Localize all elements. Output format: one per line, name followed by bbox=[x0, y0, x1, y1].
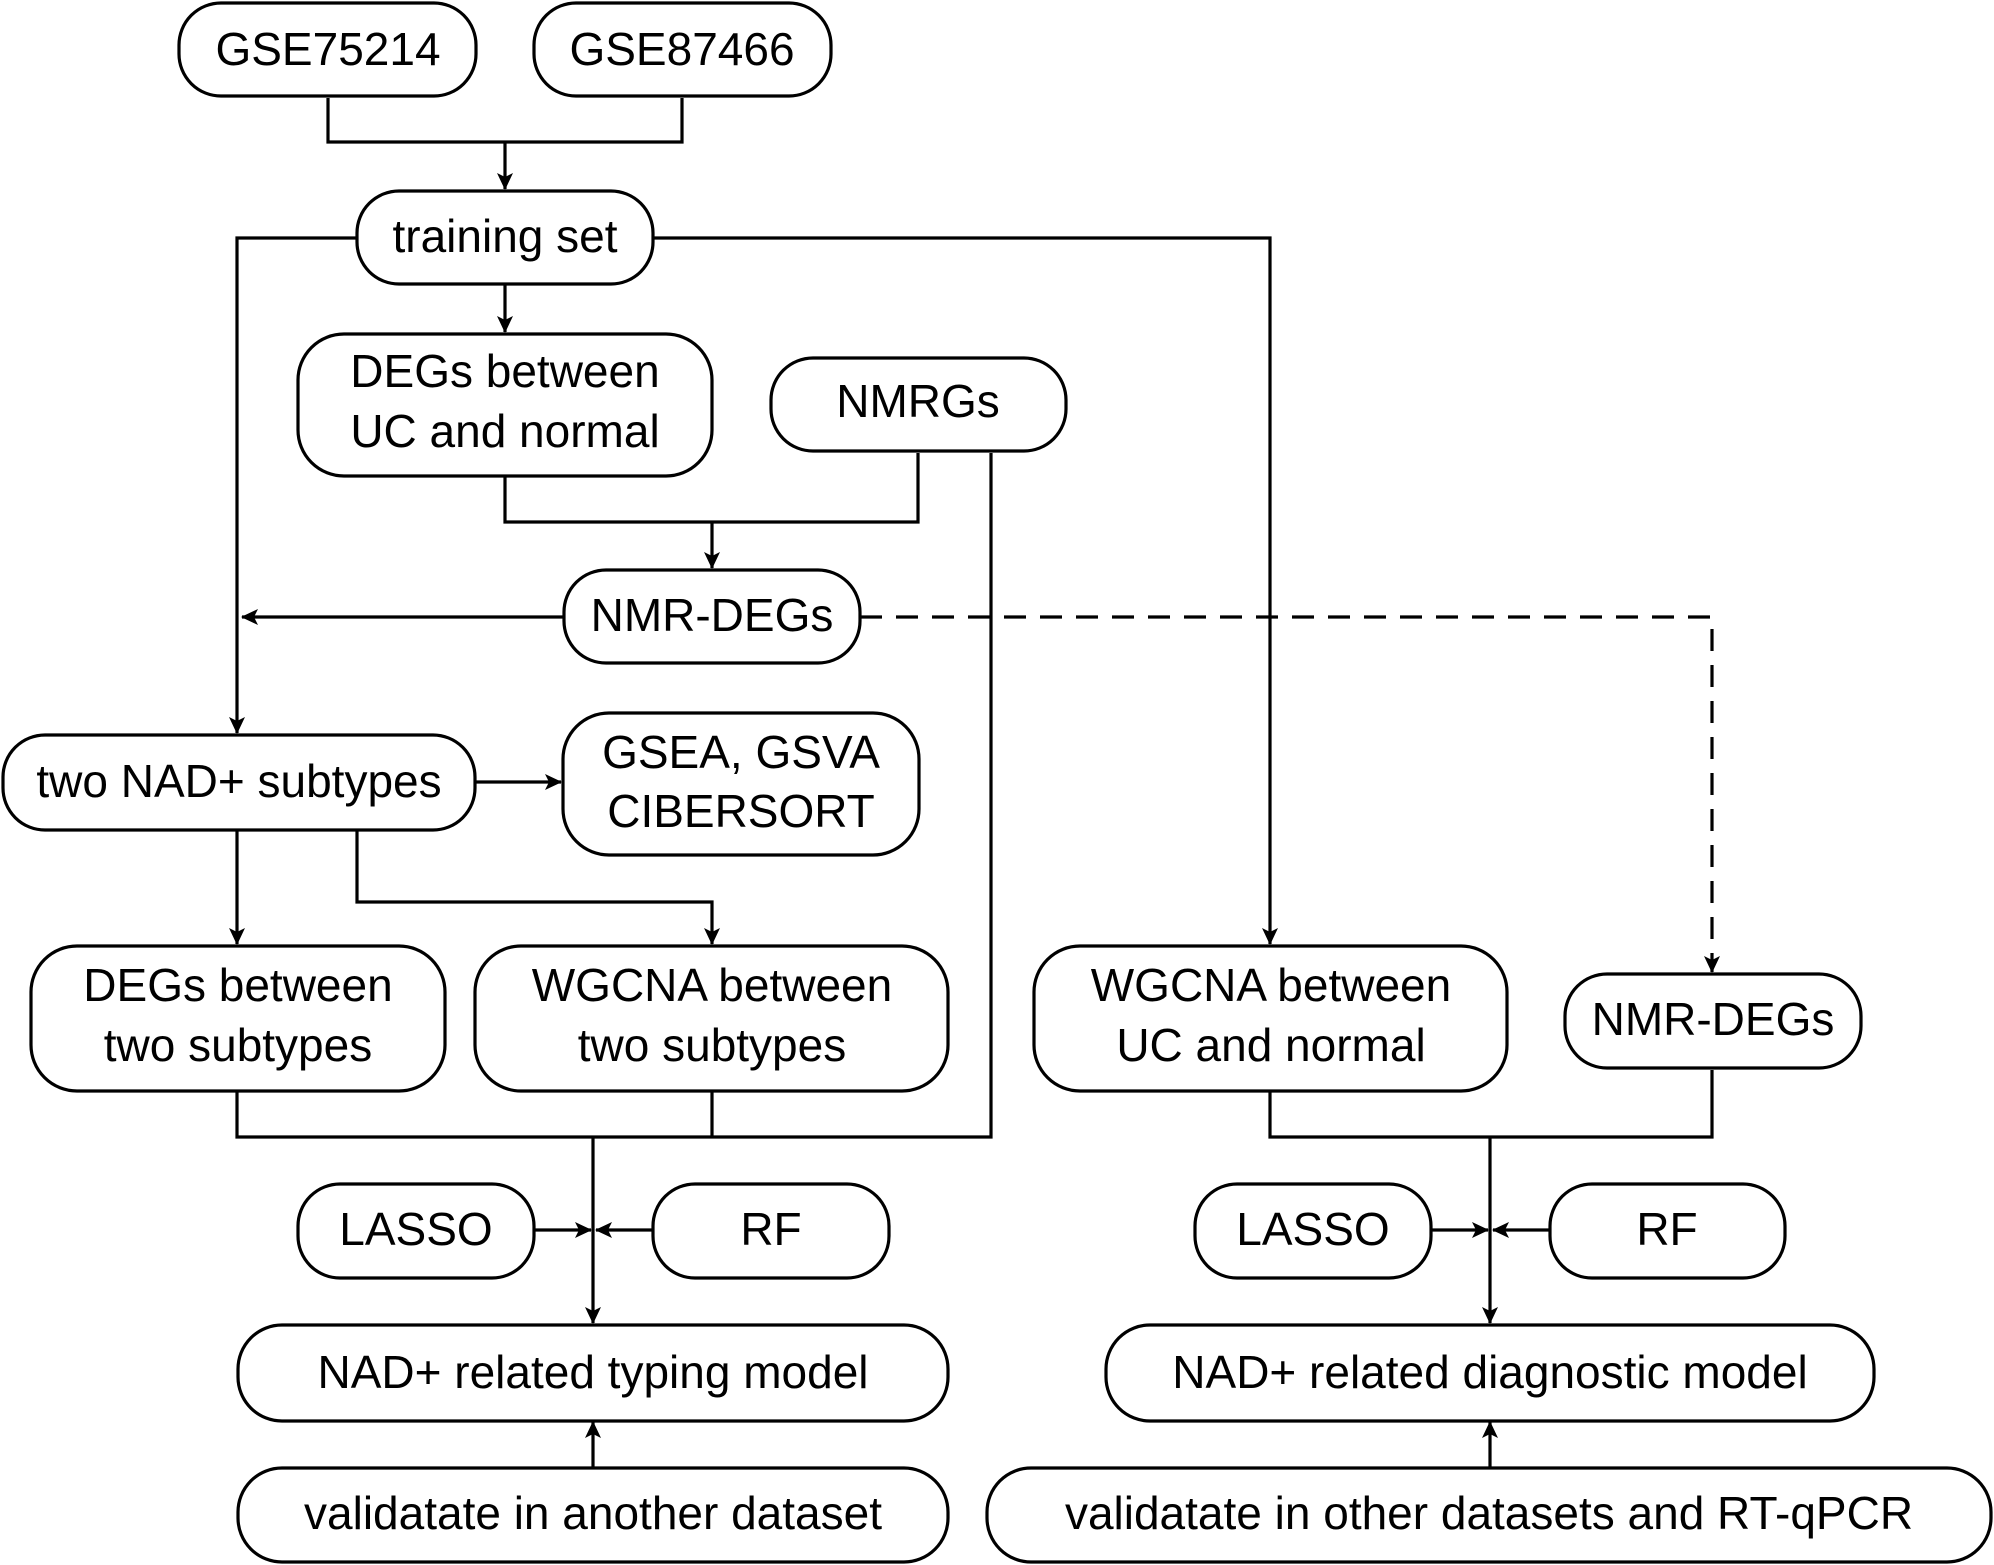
node-nmr-degs: NMR-DEGs bbox=[562, 568, 862, 665]
node-lasso-right: LASSO bbox=[1193, 1182, 1433, 1280]
node-label: UC and normal bbox=[350, 405, 659, 457]
node-label: WGCNA between bbox=[1091, 959, 1451, 1011]
node-label: RF bbox=[1636, 1203, 1697, 1255]
node-lasso-left: LASSO bbox=[296, 1182, 536, 1280]
node-wgcna-uc-normal: WGCNA between UC and normal bbox=[1032, 944, 1509, 1093]
node-validate-right: validatate in other datasets and RT-qPCR bbox=[985, 1466, 1993, 1564]
edge-left-merge bbox=[235, 453, 993, 1139]
node-label: NMR-DEGs bbox=[1592, 993, 1835, 1045]
node-label: NMRGs bbox=[836, 375, 1000, 427]
node-label: LASSO bbox=[339, 1203, 492, 1255]
node-label: NAD+ related diagnostic model bbox=[1172, 1346, 1807, 1398]
node-degs-two-subtypes: DEGs between two subtypes bbox=[29, 944, 447, 1093]
edge-training-to-subtypes bbox=[229, 236, 357, 734]
node-label: NMR-DEGs bbox=[591, 589, 834, 641]
node-training-set: training set bbox=[355, 189, 655, 286]
node-label: WGCNA between bbox=[532, 959, 892, 1011]
node-label: GSE87466 bbox=[569, 23, 794, 75]
node-gse75214: GSE75214 bbox=[177, 1, 478, 98]
node-label: LASSO bbox=[1236, 1203, 1389, 1255]
node-label: two subtypes bbox=[104, 1019, 372, 1071]
node-validate-left: validatate in another dataset bbox=[236, 1466, 950, 1564]
node-nmrgs: NMRGs bbox=[769, 356, 1068, 453]
node-nmr-degs-right: NMR-DEGs bbox=[1563, 972, 1863, 1070]
node-label: NAD+ related typing model bbox=[317, 1346, 868, 1398]
node-label: validatate in another dataset bbox=[304, 1487, 882, 1539]
edge-nmr-degs-dashed bbox=[860, 615, 1720, 973]
node-gse87466: GSE87466 bbox=[532, 1, 833, 98]
node-label: CIBERSORT bbox=[607, 785, 875, 837]
node-label: GSEA, GSVA bbox=[602, 726, 880, 778]
node-degs-uc-normal: DEGs between UC and normal bbox=[296, 332, 714, 478]
node-label: DEGs between bbox=[83, 959, 392, 1011]
node-gsea-gsva-cibersort: GSEA, GSVA CIBERSORT bbox=[561, 711, 921, 857]
node-label: GSE75214 bbox=[215, 23, 440, 75]
node-label: two NAD+ subtypes bbox=[36, 755, 441, 807]
node-diagnostic-model: NAD+ related diagnostic model bbox=[1104, 1323, 1876, 1423]
node-rf-right: RF bbox=[1548, 1182, 1787, 1280]
node-label: DEGs between bbox=[350, 345, 659, 397]
edge-gse75214-merge bbox=[326, 98, 684, 144]
node-label: RF bbox=[740, 1203, 801, 1255]
node-label: validatate in other datasets and RT-qPCR bbox=[1065, 1487, 1913, 1539]
node-rf-left: RF bbox=[651, 1182, 891, 1280]
node-wgcna-two-subtypes: WGCNA between two subtypes bbox=[473, 944, 950, 1093]
edge-training-to-wgcna-uc bbox=[653, 236, 1278, 945]
node-label: training set bbox=[392, 210, 617, 262]
edge-subtypes-to-wgcna bbox=[355, 831, 720, 945]
node-label: UC and normal bbox=[1116, 1019, 1425, 1071]
node-typing-model: NAD+ related typing model bbox=[236, 1323, 950, 1423]
node-two-nad-subtypes: two NAD+ subtypes bbox=[1, 733, 477, 832]
node-label: two subtypes bbox=[578, 1019, 846, 1071]
